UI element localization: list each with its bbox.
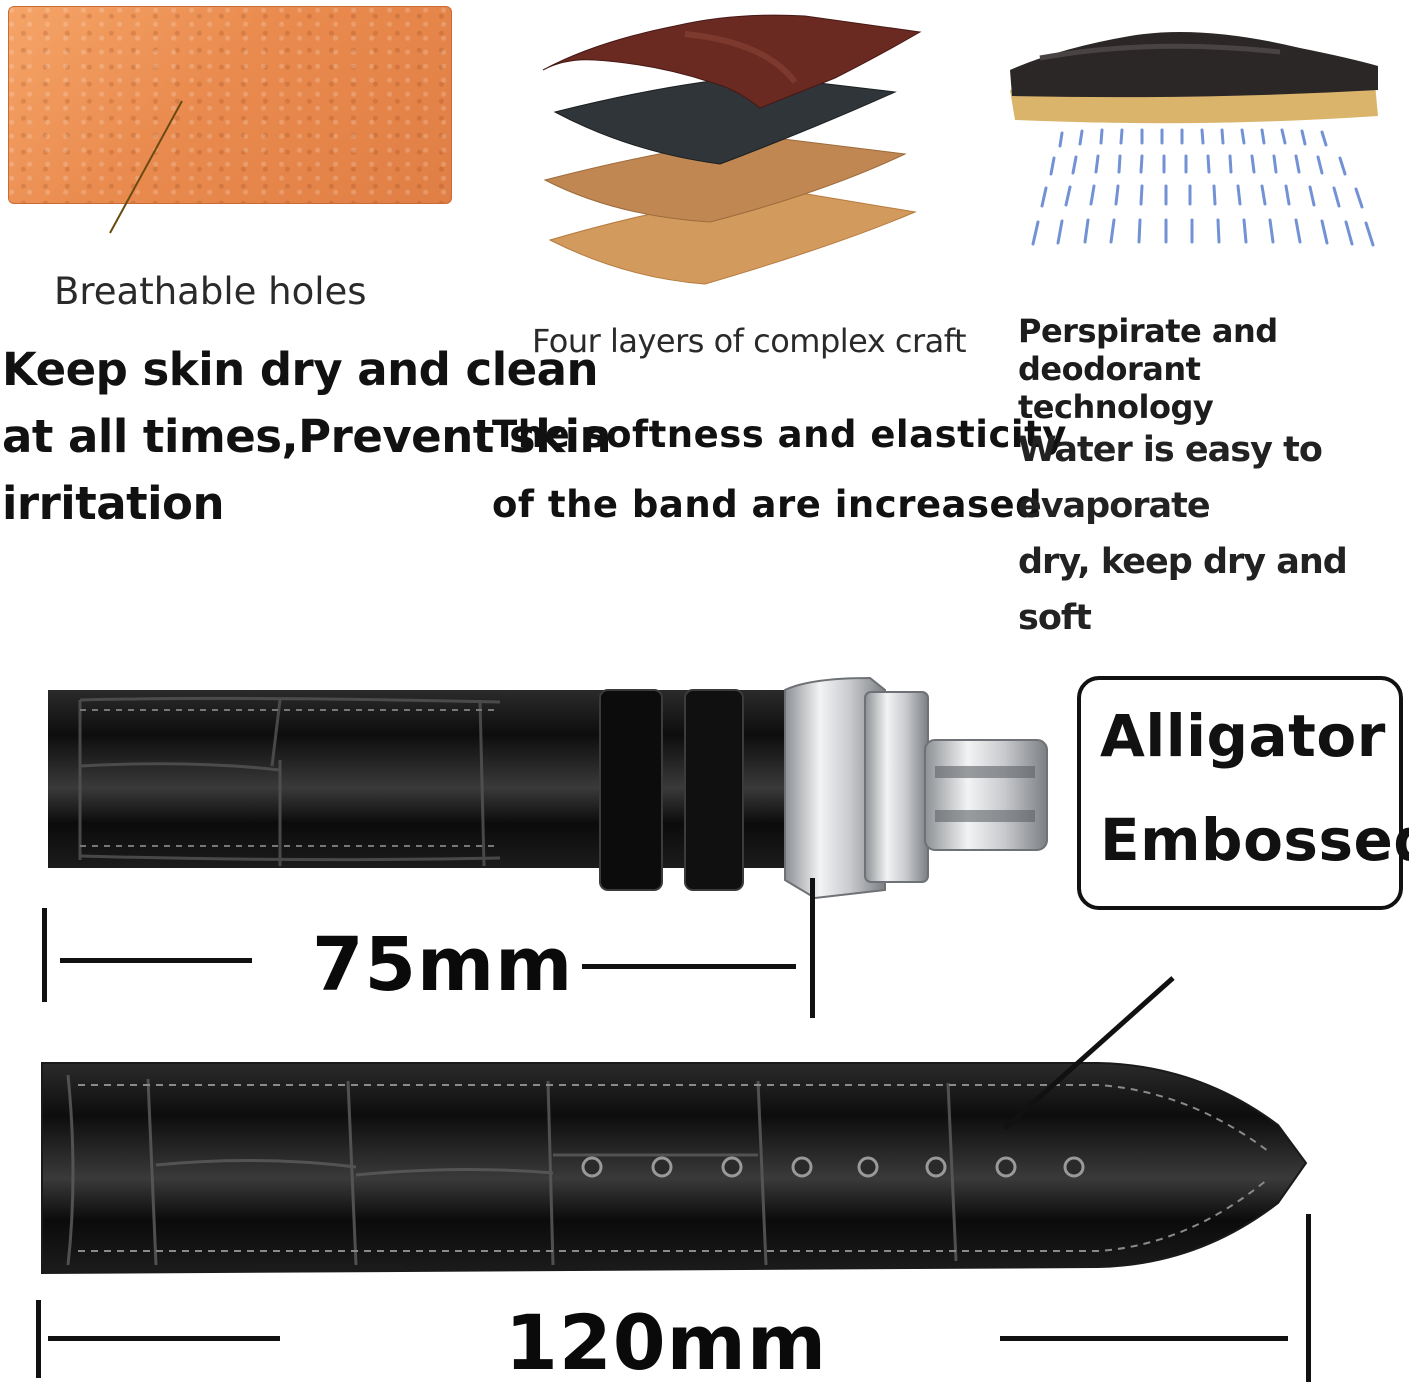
label-line-embossed: Embossed (1100, 806, 1409, 874)
layers-image (542, 14, 922, 285)
dimension-line-right-120 (1000, 1336, 1288, 1341)
dimension-line-right-75 (582, 964, 796, 969)
leather-swatch-image (8, 6, 452, 204)
headline-line: Water is easy to evaporate (1018, 430, 1323, 526)
headline-line: The softness and elasticity (492, 413, 1067, 456)
dimension-label-120mm: 120mm (505, 1298, 828, 1387)
feature-caption-deodorant: Perspirate and deodorant technology (1018, 312, 1409, 426)
label-line-alligator: Alligator (1100, 702, 1386, 770)
dimension-line-left-75 (60, 958, 252, 963)
evaporation-image (1010, 32, 1378, 247)
dimension-tick-right-75 (810, 878, 815, 1018)
long-strap-image (41, 1062, 1308, 1275)
dimension-tick-left-75 (42, 908, 47, 1002)
headline-line: of the band are increased (492, 483, 1043, 526)
headline-line: at all times,Prevent skin (2, 410, 612, 463)
feature-headline-softness: The softness and elasticity of the band … (492, 400, 1067, 540)
caption-line: technology (1018, 388, 1214, 426)
alligator-embossed-label (1077, 676, 1403, 910)
headline-line: Keep skin dry and clean (2, 343, 599, 396)
label-pointer-line (1003, 976, 1175, 1130)
pointer-line (109, 100, 183, 234)
caption-line: Perspirate and deodorant (1018, 312, 1278, 388)
dimension-line-left-120 (48, 1336, 280, 1341)
feature-headline-evaporate: Water is easy to evaporate dry, keep dry… (1018, 422, 1409, 646)
dimension-label-75mm: 75mm (312, 922, 574, 1008)
dimension-tick-right-120 (1306, 1214, 1311, 1382)
headline-line: irritation (2, 477, 225, 530)
dimension-tick-left-120 (36, 1300, 41, 1378)
feature-caption-breathable: Breathable holes (54, 270, 367, 313)
short-strap-image (48, 676, 1048, 900)
headline-line: dry, keep dry and soft (1018, 542, 1348, 638)
feature-headline-dry: Keep skin dry and clean at all times,Pre… (2, 336, 612, 537)
feature-caption-layers: Four layers of complex craft (532, 322, 966, 360)
